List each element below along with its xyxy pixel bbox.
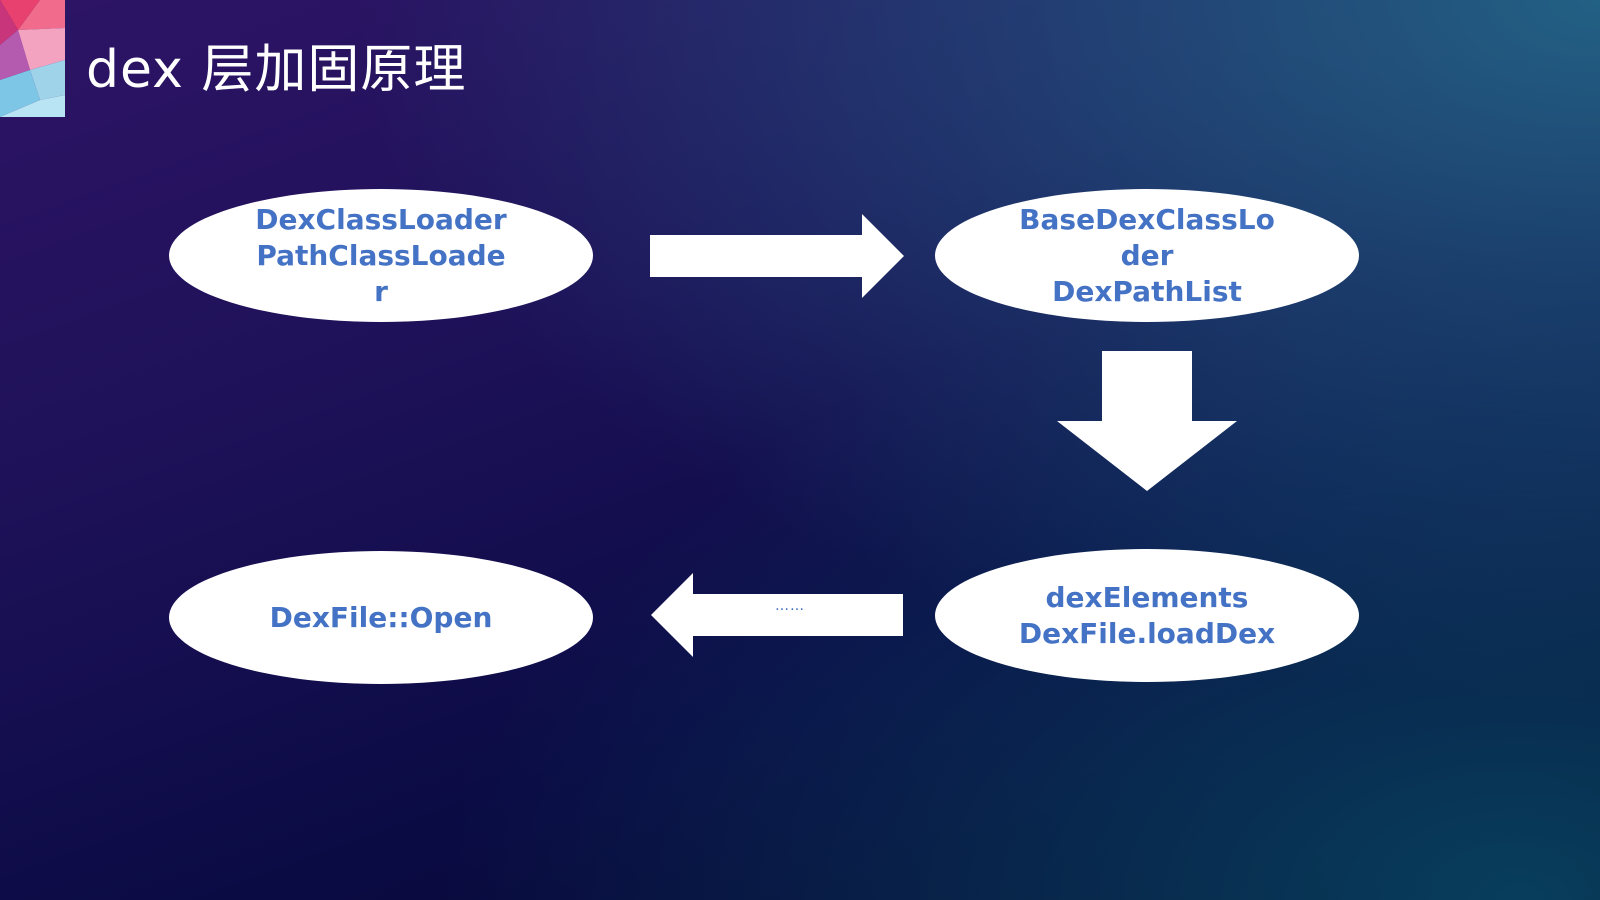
arrow-left bbox=[651, 573, 903, 657]
node-dex-elements: dexElements DexFile.loadDex bbox=[935, 549, 1359, 682]
arrow-left-label: …… bbox=[775, 598, 805, 614]
node-label: BaseDexClassLo der DexPathList bbox=[1019, 202, 1275, 308]
slide-title: dex 层加固原理 bbox=[86, 40, 467, 100]
node-label: DexClassLoader PathClassLoade r bbox=[255, 202, 507, 308]
node-label: DexFile::Open bbox=[269, 600, 493, 634]
corner-decoration bbox=[0, 0, 65, 117]
node-base-dex-class-loader: BaseDexClassLo der DexPathList bbox=[935, 189, 1359, 322]
node-label: dexElements DexFile.loadDex bbox=[1018, 580, 1276, 650]
node-class-loaders: DexClassLoader PathClassLoade r bbox=[169, 189, 593, 322]
node-dexfile-open: DexFile::Open bbox=[169, 551, 593, 684]
arrow-right bbox=[650, 214, 904, 298]
arrow-down bbox=[1057, 351, 1237, 491]
